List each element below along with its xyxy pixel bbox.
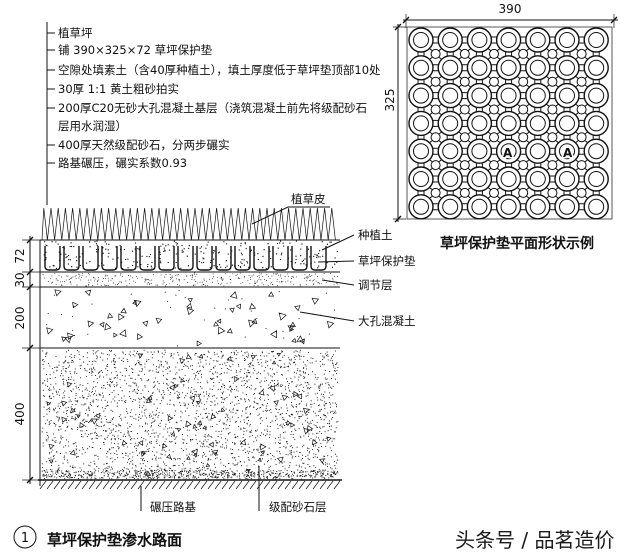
dimension-extension-lines (22, 239, 40, 481)
plan-width-extension-lines (405, 14, 615, 28)
callout-planting-soil: 种植土 (358, 228, 393, 242)
section-dimensions: 72 30 200 400 (13, 236, 40, 484)
plan-height-label: 325 (383, 89, 397, 112)
paver-ring-outer (408, 27, 609, 220)
plan-width-label: 390 (499, 2, 522, 16)
graded-gravel-stones (46, 353, 332, 476)
grass-paver-cells (44, 246, 327, 271)
subgrade-hatch (39, 480, 341, 490)
callout-grass-sod: 植草皮 (291, 192, 326, 206)
note-concrete-base: 200厚C20无砂大孔混凝土基层（浇筑混凝土前先将级配砂石 (58, 101, 367, 115)
callout-leveling-layer: 调节层 (358, 278, 393, 292)
callout-grass-paver: 草坪保护垫 (358, 254, 416, 268)
pavement-section (38, 207, 342, 490)
dimension-ticks (26, 236, 34, 484)
callout-compacted-subgrade: 碾压路基 (150, 500, 196, 514)
callout-leader-planting-soil (321, 234, 355, 251)
note-paver-spec: 铺 390×325×72 草坪保护垫 (58, 43, 213, 57)
plan-caption: 草坪保护垫平面形状示例 (440, 235, 594, 252)
section-mark-left: A (503, 146, 513, 160)
callout-leader-porous-concrete (299, 311, 355, 322)
callout-graded-gravel: 级配砂石层 (269, 500, 327, 514)
paver-plan-view: 390 325 A A 草坪保护垫平面形状示例 (383, 2, 618, 252)
note-subgrade: 路基碾压，碾实系数0.93 (58, 156, 187, 170)
planting-soil-texture (43, 240, 338, 270)
title-text: 草坪保护垫渗水路面 (47, 531, 182, 549)
grass-sod-spikes (41, 207, 336, 241)
dimension-paver: 72 (13, 248, 27, 263)
callout-leader-leveling-layer (321, 279, 355, 286)
layer-callouts: 植草皮 种植土 草坪保护垫 调节层 大孔混凝土 碾压路基 级配砂石层 (140, 192, 416, 514)
porous-concrete-dots (46, 290, 336, 347)
title-number-circle (13, 525, 37, 549)
dimension-gravel: 400 (13, 403, 27, 426)
paver-lattice-bars (417, 36, 600, 211)
callout-leader-grass-sod (251, 206, 330, 225)
section-mark-right: A (563, 146, 573, 160)
note-grass-lawn: 植草坪 (58, 26, 93, 40)
callout-porous-concrete: 大孔混凝土 (358, 314, 416, 328)
drawing-title: 1 草坪保护垫渗水路面 (13, 525, 182, 549)
plan-height-extension-lines (393, 26, 406, 220)
title-number: 1 (21, 531, 29, 546)
dimension-leveling: 30 (13, 272, 27, 287)
paver-lattice-joints (430, 48, 587, 198)
leveling-layer-texture (42, 272, 338, 287)
note-gravel-layer: 400厚天然级配砂石，分两步碾实 (58, 138, 229, 152)
note-sand-layer: 30厚 1:1 黄土粗砂拍实 (58, 82, 179, 96)
note-void-fill: 空隙处填素土（含40厚种植土），填土厚度低于草坪垫顶部10处 (58, 63, 381, 77)
construction-notes: 植草坪 铺 390×325×72 草坪保护垫 空隙处填素土（含40厚种植土），填… (46, 22, 381, 205)
plan-height-ticks (394, 23, 402, 223)
callout-leader-grass-paver (317, 260, 355, 263)
graded-gravel-texture (41, 349, 339, 480)
watermark: 头条号 / 品茗造价 (455, 528, 614, 552)
paver-ring-inner (413, 32, 605, 215)
note-concrete-base-cont: 层用水润湿） (58, 119, 127, 133)
porous-concrete-texture (46, 289, 335, 347)
notes-leader-ticks (47, 32, 55, 164)
dimension-concrete: 200 (13, 307, 27, 330)
plan-width-ticks (402, 16, 618, 24)
layer-boundaries (39, 239, 340, 486)
